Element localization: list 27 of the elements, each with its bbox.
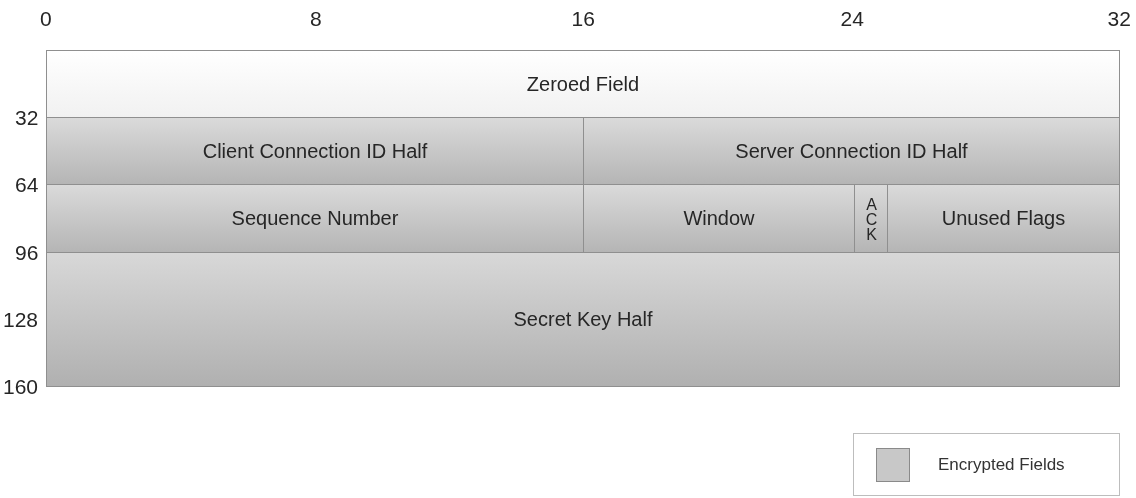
field-label: Server Connection ID Half xyxy=(735,139,968,163)
bit-position-label: 32 xyxy=(1107,8,1131,29)
field-label: Zeroed Field xyxy=(526,72,640,96)
field-label: Client Connection ID Half xyxy=(202,139,428,163)
packet-field xyxy=(46,184,584,253)
bit-offset-label: 64 xyxy=(15,173,39,195)
packet-field xyxy=(46,117,584,185)
legend-label: Encrypted Fields xyxy=(938,456,1065,473)
field-label: Window xyxy=(683,207,755,230)
field-label: Unused Flags xyxy=(941,207,1066,230)
bit-offset-label: 32 xyxy=(15,106,39,128)
packet-field xyxy=(46,50,1120,118)
bit-position-label: 16 xyxy=(571,8,595,29)
packet-field xyxy=(854,184,888,253)
packet-field xyxy=(583,117,1120,185)
packet-field xyxy=(887,184,1120,253)
bit-position-label: 24 xyxy=(840,8,864,29)
field-label: Secret Key Half xyxy=(513,308,653,331)
field-label: ACK xyxy=(863,196,879,241)
bit-position-label: 0 xyxy=(40,8,52,29)
bit-offset-label: 96 xyxy=(15,241,39,263)
packet-field xyxy=(583,184,855,253)
bit-offset-label: 160 xyxy=(3,375,39,397)
bit-position-label: 8 xyxy=(310,8,322,29)
bit-offset-label: 128 xyxy=(3,308,39,330)
field-label: Sequence Number xyxy=(231,207,399,230)
packet-field xyxy=(46,252,1120,387)
